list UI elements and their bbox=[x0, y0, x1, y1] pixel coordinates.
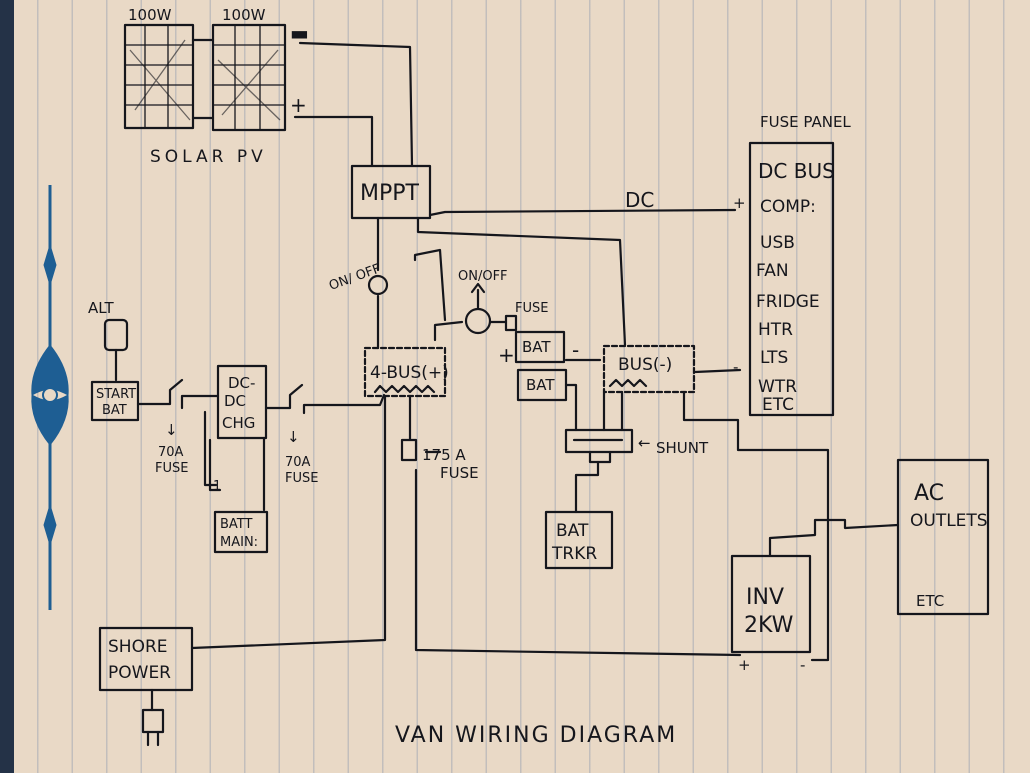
fuse-panel-title: FUSE PANEL bbox=[760, 113, 851, 131]
battery-tracker-box bbox=[544, 510, 614, 570]
batt-main-label-1: BATT bbox=[220, 517, 253, 532]
fuse-item-htr: HTR bbox=[758, 320, 793, 340]
inverter-label-1: INV bbox=[746, 585, 784, 610]
fuse-panel-box bbox=[748, 141, 835, 417]
inverter-neg-mark: - bbox=[800, 656, 805, 674]
solar-panels bbox=[123, 23, 287, 132]
fuse-70a-left-1: 70A bbox=[158, 445, 184, 460]
fuse-item-fan: FAN bbox=[756, 261, 789, 281]
battery-tracker-label-2: TRKR bbox=[551, 544, 597, 564]
battery-neg-mark: - bbox=[572, 338, 579, 362]
bus-positive-box bbox=[363, 346, 447, 398]
bus-negative-box bbox=[602, 344, 696, 394]
battery-2-label: BAT bbox=[526, 376, 555, 394]
fuse-item-wtr: WTR bbox=[758, 377, 797, 397]
shunt-label: SHUNT bbox=[656, 439, 709, 457]
fuse-item-dc-bus: DC BUS bbox=[758, 159, 835, 183]
solar-pv-label: SOLAR PV bbox=[150, 147, 267, 167]
fuse-item-usb: USB bbox=[760, 233, 795, 253]
small-fuse-icon bbox=[504, 314, 518, 332]
shore-power-label-2: POWER bbox=[108, 663, 171, 683]
mppt-switch-label: ON/ OFF bbox=[327, 261, 383, 293]
dc-pos-mark: + bbox=[733, 194, 746, 212]
start-bat-label-1: START bbox=[96, 387, 136, 402]
mppt-switch-icon bbox=[367, 274, 389, 296]
panel-pos-mark: + bbox=[290, 93, 307, 117]
small-fuse-label: FUSE bbox=[515, 301, 548, 316]
fuse-arrow-right: ↓ bbox=[287, 428, 300, 446]
mppt-label: MPPT bbox=[360, 181, 420, 206]
bus-negative-label: BUS(-) bbox=[618, 355, 672, 375]
ac-outlets-box bbox=[896, 458, 990, 616]
battery-switch-icon bbox=[464, 307, 492, 335]
mppt-box bbox=[350, 164, 432, 220]
fuse-70a-left-2: FUSE bbox=[155, 461, 188, 476]
ac-outlets-label-2: OUTLETS bbox=[910, 511, 988, 531]
inverter-box bbox=[730, 554, 812, 654]
panel2-watts: 100W bbox=[222, 6, 266, 24]
diagram-title: VAN WIRING DIAGRAM bbox=[395, 723, 677, 748]
start-bat-label-2: BAT bbox=[102, 403, 127, 418]
ac-outlets-etc: ETC bbox=[916, 592, 944, 610]
battery-1-box bbox=[514, 330, 566, 364]
batt-main-box bbox=[213, 510, 269, 554]
dc-line-label: DC bbox=[625, 188, 654, 212]
alt-label: ALT bbox=[88, 299, 115, 317]
alternator-icon bbox=[103, 318, 129, 352]
ac-outlets-label-1: AC bbox=[914, 481, 944, 506]
dcdc-label-1: DC- bbox=[228, 374, 255, 392]
paper-edge bbox=[0, 0, 14, 773]
fuse-panel-items: DC BUS COMP: USB FAN FRIDGE HTR LTS WTR … bbox=[756, 159, 835, 415]
dcdc-charger-box bbox=[216, 364, 268, 440]
panel-neg-mark: ▬ bbox=[290, 21, 309, 45]
fuse-item-fridge: FRIDGE bbox=[756, 292, 820, 312]
fuse-70a-right-1: 70A bbox=[285, 455, 311, 470]
fuse-arrow-left: ↓ bbox=[165, 421, 178, 439]
battery-pos-mark: + bbox=[498, 343, 515, 367]
fuse-item-comp: COMP: bbox=[760, 197, 816, 217]
shore-power-label-1: SHORE bbox=[108, 637, 168, 657]
fuse-175a-label-2: FUSE bbox=[440, 464, 479, 482]
dcdc-aux-mark: 1 bbox=[213, 479, 221, 494]
fuse-70a-right-2: FUSE bbox=[285, 471, 318, 486]
ornament-icon bbox=[31, 185, 69, 610]
fuse-175a-label-1: 175 A bbox=[422, 446, 466, 464]
start-bat-box bbox=[90, 380, 140, 422]
dcdc-label-3: CHG bbox=[222, 414, 255, 432]
fuse-item-etc: ETC bbox=[762, 395, 794, 415]
inverter-label-2: 2KW bbox=[744, 613, 794, 638]
shore-power-box bbox=[98, 626, 194, 692]
shunt-box bbox=[564, 428, 634, 454]
panel-neg-mark-2: - bbox=[733, 358, 738, 376]
panel1-watts: 100W bbox=[128, 6, 172, 24]
bus-positive-label: 4-BUS(+) bbox=[370, 363, 449, 383]
fuse-item-lts: LTS bbox=[760, 348, 788, 368]
dcdc-label-2: DC bbox=[224, 392, 246, 410]
battery-tracker-label-1: BAT bbox=[556, 521, 589, 541]
inverter-pos-mark: + bbox=[738, 656, 751, 674]
battery-switch-label: ON/OFF bbox=[458, 269, 508, 284]
shunt-arrow: ← bbox=[638, 434, 651, 452]
batt-main-label-2: MAIN: bbox=[220, 535, 258, 550]
shore-plug-icon bbox=[141, 708, 165, 734]
battery-1-label: BAT bbox=[522, 338, 551, 356]
